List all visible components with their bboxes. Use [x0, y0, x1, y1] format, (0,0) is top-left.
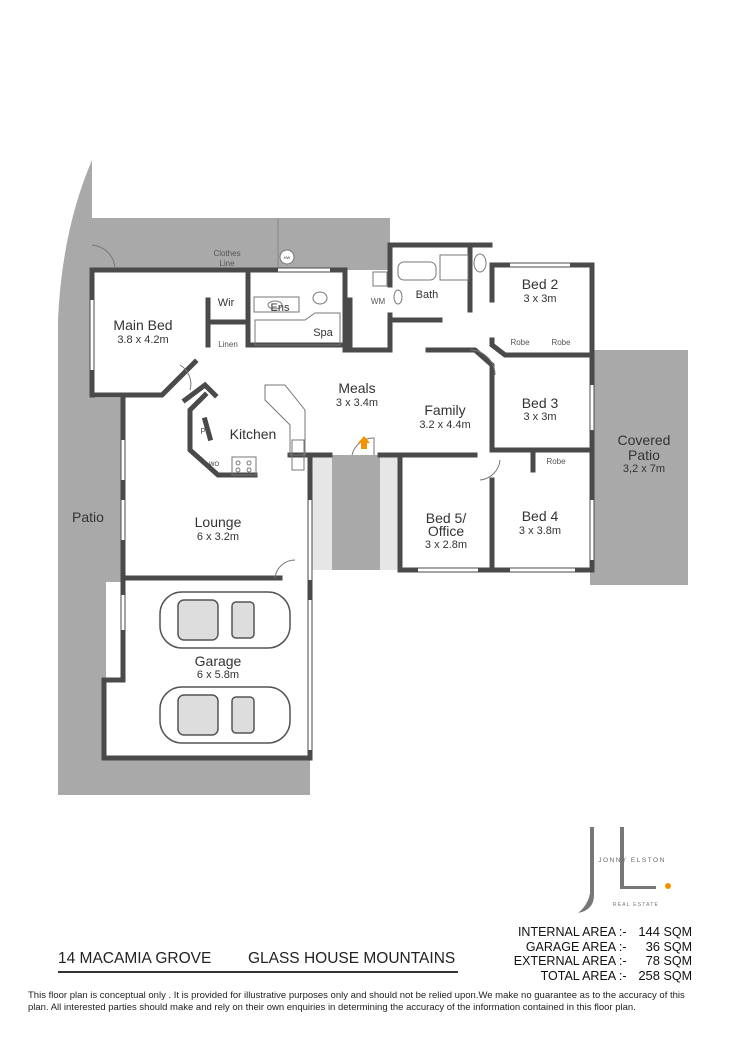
hw-label: HW	[284, 255, 291, 260]
clothes-line-label-1: Clothes	[213, 249, 240, 258]
entry-garden-right	[380, 455, 400, 570]
covered-patio-area	[590, 350, 688, 585]
bed5-label-2: Office	[428, 523, 465, 539]
wo-label: WO	[209, 462, 220, 468]
patio-label: Patio	[72, 509, 104, 525]
area-row-external: EXTERNAL AREA :- 78 SQM	[513, 953, 692, 969]
main-bed-size: 3.8 x 4.2m	[117, 334, 168, 346]
family-size: 3.2 x 4.4m	[419, 419, 470, 431]
bed5-size: 3 x 2.8m	[425, 539, 467, 551]
bed2-label: Bed 2	[522, 276, 559, 292]
area-unit: SQM	[663, 968, 692, 983]
car-icon	[159, 686, 291, 744]
covered-patio-label-2: Patio	[628, 447, 660, 463]
bed3-label: Bed 3	[522, 395, 559, 411]
bed3-size: 3 x 3m	[523, 411, 556, 423]
area-label: TOTAL AREA :-	[540, 968, 627, 983]
family-label: Family	[424, 402, 465, 418]
clothes-line-label-2: Line	[219, 259, 235, 268]
wir-label: Wir	[218, 297, 235, 309]
area-unit: SQM	[663, 939, 692, 954]
area-value: 258	[638, 967, 661, 983]
logo-e-foot	[620, 886, 656, 889]
logo-tagline: REAL ESTATE	[613, 902, 659, 908]
garage-size: 6 x 5.8m	[197, 669, 239, 681]
bed4-label: Bed 4	[522, 508, 559, 524]
entry-garden-left	[312, 455, 332, 570]
address-suburb: GLASS HOUSE MOUNTAINS	[247, 950, 456, 967]
robe-label: Robe	[546, 457, 566, 466]
wm-label: WM	[371, 297, 386, 306]
windows	[90, 263, 594, 750]
garage-label: Garage	[195, 653, 242, 669]
covered-patio-label-1: Covered	[618, 432, 671, 448]
logo-name: JONNY ELSTON	[598, 857, 666, 864]
lounge-size: 6 x 3.2m	[197, 531, 239, 543]
disclaimer: This floor plan is conceptual only . It …	[28, 990, 685, 1013]
clothes-line-area	[92, 218, 390, 270]
linen-label: Linen	[218, 340, 238, 349]
area-row-internal: INTERNAL AREA :- 144 SQM	[514, 924, 692, 940]
logo: JONNY ELSTON REAL ESTATE	[578, 827, 671, 913]
area-unit: SQM	[663, 954, 692, 968]
logo-j	[578, 827, 594, 913]
area-unit: SQM	[663, 925, 692, 939]
area-label: GARAGE AREA :-	[525, 939, 627, 954]
logo-dot	[665, 883, 671, 889]
address: 14 MACAMIA GROVE GLASS HOUSE MOUNTAINS	[58, 950, 458, 973]
bed5-label-1: Bed 5/	[426, 510, 467, 526]
spa-label: Spa	[313, 327, 333, 339]
main-bed-label: Main Bed	[113, 317, 172, 333]
area-value: 36	[645, 938, 661, 954]
entry-arrow-icon	[358, 436, 370, 449]
area-value: 78	[645, 953, 661, 968]
covered-patio-size: 3,2 x 7m	[623, 463, 665, 475]
bed2-size: 3 x 3m	[523, 293, 556, 305]
robe-label: Robe	[551, 338, 571, 347]
area-row-garage: GARAGE AREA :- 36 SQM	[514, 938, 692, 955]
pantry-label: P	[200, 427, 205, 436]
ens-label: Ens	[271, 302, 290, 314]
bath-label: Bath	[416, 289, 439, 301]
lounge-label: Lounge	[195, 514, 242, 530]
area-row-total: TOTAL AREA :- 258 SQM	[514, 967, 692, 984]
kitchen-label: Kitchen	[230, 426, 277, 442]
robe-label: Robe	[510, 338, 530, 347]
car-icon	[159, 591, 291, 649]
meals-label: Meals	[338, 380, 375, 396]
area-value: 144	[638, 924, 661, 939]
area-summary: INTERNAL AREA :- 144 SQM GARAGE AREA :- …	[513, 924, 692, 984]
meals-size: 3 x 3.4m	[336, 397, 378, 409]
address-street: 14 MACAMIA GROVE	[58, 950, 212, 967]
area-label: INTERNAL AREA :-	[517, 925, 627, 939]
bed4-size: 3 x 3.8m	[519, 525, 561, 537]
area-label: EXTERNAL AREA :-	[513, 954, 627, 968]
logo-e-stem	[620, 827, 624, 889]
